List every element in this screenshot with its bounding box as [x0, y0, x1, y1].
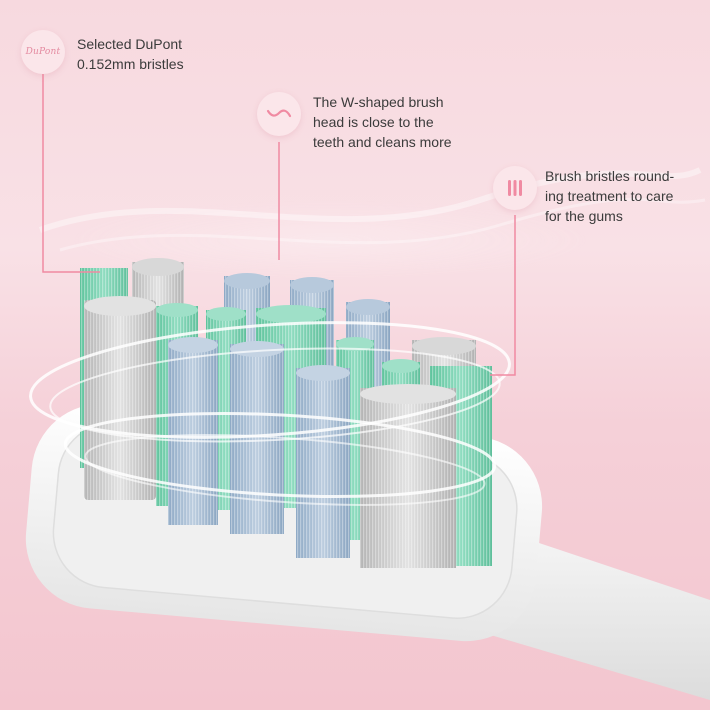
callout-line: 0.152mm bristles [77, 56, 184, 72]
motion-swirl [29, 321, 511, 506]
callout-dupont-text: Selected DuPont 0.152mm bristles [77, 34, 184, 74]
callout-line: Brush bristles round- [545, 168, 675, 184]
callout-line: teeth and cleans more [313, 134, 452, 150]
dupont-logo-text: DuPont [25, 47, 61, 57]
callout-w-shape-text: The W-shaped brush head is close to the … [313, 92, 452, 152]
callout-dupont: DuPont Selected DuPont 0.152mm bristles [21, 30, 184, 74]
callout-w-shape: The W-shaped brush head is close to the … [257, 92, 452, 152]
callout-rounding: Brush bristles round- ing treatment to c… [493, 166, 674, 226]
callout-line: head is close to the [313, 114, 434, 130]
callout-line: The W-shaped brush [313, 94, 444, 110]
callout-line: Selected DuPont [77, 36, 183, 52]
callout-line: ing treatment to care [545, 188, 674, 204]
callout-leader-lines [42, 74, 516, 376]
background-swoosh [38, 167, 706, 280]
callout-rounding-text: Brush bristles round- ing treatment to c… [545, 166, 674, 226]
bristles-icon [493, 166, 537, 210]
dupont-logo-icon: DuPont [21, 30, 65, 74]
wave-icon [257, 92, 301, 136]
callout-line: for the gums [545, 208, 623, 224]
